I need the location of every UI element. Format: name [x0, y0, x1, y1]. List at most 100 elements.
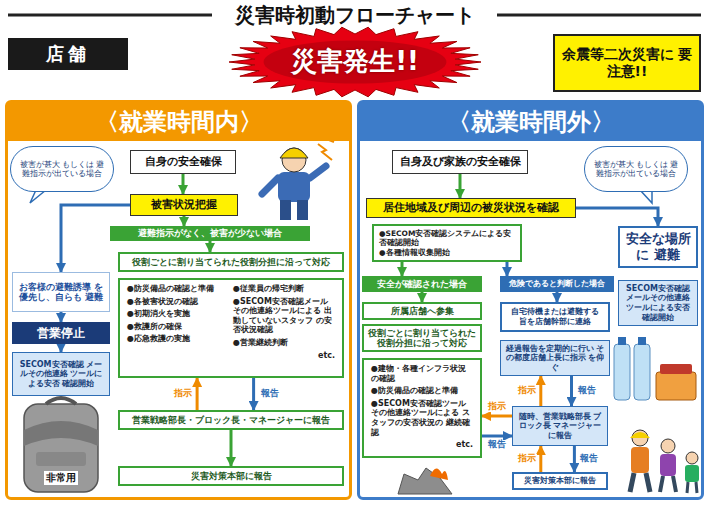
process-box: 随時、営業戦略部長 ブロック長 マネージャーに報告: [512, 406, 608, 446]
node-text: 被害が甚大 もしくは 避難指示が出ている場合: [593, 160, 679, 178]
child-body: [685, 465, 699, 482]
node-text: 災害発生!!: [291, 46, 419, 77]
node-text: 〈就業時間外〉: [360, 103, 701, 141]
process-box: 自身の安全確保: [130, 150, 236, 174]
node-text: ●建物・各種インフラ状況 の確認: [371, 364, 473, 383]
arrow-label: 報告: [579, 454, 599, 464]
store-label: 店舗: [8, 38, 128, 70]
flow-arrow: [459, 174, 462, 198]
backpack-body: [24, 404, 98, 492]
flow-arrow: [576, 208, 658, 226]
flow-arrow: [539, 446, 542, 472]
helmet: [630, 432, 650, 438]
flow-arrow: [182, 174, 185, 194]
rubble: [398, 468, 452, 494]
process-box: 災害対策本部に報告: [512, 472, 608, 490]
flow-arrow: [252, 378, 255, 410]
node-text: 営業戦略部長・ブロック長・マネージャーに報告: [132, 415, 330, 425]
food-box: [656, 372, 696, 400]
flow-arrow: [230, 430, 233, 466]
process-box: 自身及び家族の安全確保: [392, 150, 528, 174]
node-text: 危険であると判断した場合: [509, 279, 605, 289]
child-leg: [687, 482, 697, 493]
flow-arrow: [482, 415, 512, 418]
node-text: 居住地域及び周辺の被災状況を確認: [383, 201, 559, 214]
node-text: お客様の避難誘導 を優先し、自らも 避難: [17, 282, 105, 302]
task-list-box: ●建物・各種インフラ状況 の確認●防災備品の確認と準備●SECOM安否確認ツール…: [362, 358, 482, 458]
flow-arrow: [209, 241, 212, 252]
condition-band: 安全が確認された場合: [362, 276, 482, 292]
node-text: ●SECOM安否確認メール その他連絡ツールによる 出動していないスタッフ の安…: [233, 297, 335, 335]
alert-burst: 災害発生!!: [228, 26, 482, 98]
node-text: ●各被害状況の確認: [127, 297, 229, 307]
node-text: 被害が甚大 もしくは 避難指示が出ている場合: [19, 160, 105, 178]
node-text: etc.: [371, 440, 473, 450]
person-leg: [630, 473, 650, 492]
process-box: 営業停止: [12, 322, 110, 344]
warning-box: 余震等二次災害に 要注意!!: [553, 34, 701, 92]
person-body: [660, 454, 676, 476]
node-text: 安全が確認された場合: [377, 279, 467, 289]
node-text: 営業停止: [37, 326, 85, 340]
node-text: 役割ごとに割り当てられた役割分担に沿って対応: [132, 257, 330, 267]
worker-body: [278, 172, 310, 202]
worker-helmet: [280, 148, 308, 158]
node-text: 自宅待機または避難する 旨を店舗幹部に連絡: [506, 307, 604, 326]
process-box: SECOM安否確認 メールその他連絡 ツールによる安否 確認開始: [12, 352, 110, 396]
process-box: 災害対策本部に報告: [118, 466, 344, 486]
process-box: 経過報告を定期的に行い その都度店舗上長に指示 を仰ぐ: [500, 340, 610, 376]
node-text: 災害対策本部に報告: [524, 476, 596, 486]
node-text: ●営業継続判断: [233, 338, 335, 348]
backpack-flap: [24, 421, 98, 446]
process-box: 被害状況把握: [130, 194, 238, 216]
rule-line: [8, 14, 212, 17]
backpack-pocket: [36, 452, 86, 466]
worker-leg: [297, 200, 308, 220]
burst-outline: [229, 27, 481, 97]
shock-mark: [318, 138, 334, 160]
flow-arrow: [183, 216, 186, 226]
flow-arrow: [573, 446, 576, 472]
node-text: 災害対策本部に報告: [191, 471, 272, 481]
node-text: ●各種情報収集開始: [379, 248, 450, 257]
node-text: 随時、営業戦略部長 ブロック長 マネージャーに報告: [517, 412, 603, 441]
flow-arrow: [556, 292, 559, 302]
burst-core: [264, 40, 447, 83]
process-box: 役割ごとに割り当てられた役割分担に沿って対応: [118, 252, 344, 272]
rule-line: [497, 14, 701, 17]
task-list-box: ●SECOM安否確認システムによる安否確認開始●各種情報収集開始: [372, 224, 522, 262]
flow-arrow: [61, 205, 130, 272]
arrow-label: 指示: [487, 402, 507, 412]
flow-arrow: [506, 262, 509, 276]
condition-band: 避難指示がなく、被害が少ない場合: [110, 226, 310, 241]
node-text: SECOM安否確認 メールその他連絡 ツールによる安否 確認開始: [623, 284, 693, 322]
arrow-label: 報告: [487, 440, 507, 450]
node-text: ●初期消火を実施: [127, 309, 229, 319]
bubble-tail: [30, 190, 46, 203]
arrow-label: 指示: [517, 386, 537, 396]
process-box: SECOM安否確認 メールその他連絡 ツールによる安否 確認開始: [618, 280, 698, 326]
flow-arrow: [60, 344, 63, 352]
collapsed-building: [398, 468, 452, 494]
node-text: ●防災備品の確認と準備: [127, 284, 229, 294]
arrow-label: 指示: [173, 389, 193, 399]
condition-band: 危険であると判断した場合: [500, 276, 614, 292]
node-text: 所属店舗へ参集: [391, 306, 454, 316]
process-box: 役割ごとに割り当てられた 役割分担に沿って対応: [362, 324, 482, 352]
flow-arrow: [421, 292, 424, 302]
backpack-handle: [46, 398, 76, 404]
node-text: 自身の安全確保: [145, 155, 222, 168]
node-text: ●救護所の確保: [127, 322, 229, 332]
flow-arrow: [60, 312, 63, 322]
node-text: 経過報告を定期的に行い その都度店舗上長に指示 を仰ぐ: [505, 344, 605, 373]
water-bottle: [614, 344, 630, 400]
arrow-label: 指示: [517, 454, 537, 464]
list-column: ●防災備品の確認と準備●各被害状況の確認●初期消火を実施●救護所の確保●応急救護…: [125, 284, 231, 344]
worker-leg: [280, 200, 291, 220]
bottle-cap: [638, 337, 646, 345]
node-text: ●SECOM安否確認ツール その他連絡ツールによる スタッフの安否状況の 継続確…: [371, 399, 473, 437]
process-box: 居住地域及び周辺の被災状況を確認: [366, 198, 576, 218]
flow-arrow: [482, 435, 512, 438]
process-box: 営業戦略部長・ブロック長・マネージャーに報告: [118, 410, 344, 430]
